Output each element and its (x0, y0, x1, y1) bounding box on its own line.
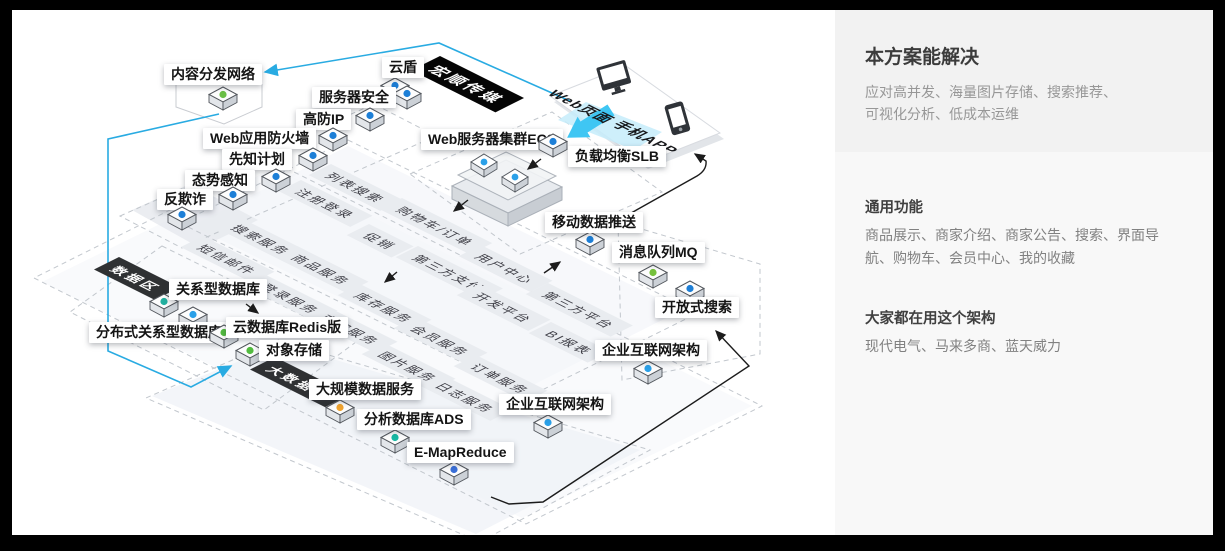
features-title: 通用功能 (865, 200, 923, 216)
cdn-icon (206, 86, 240, 112)
features-line-1: 商品展示、商家介绍、商家公告、搜索、界面导 (865, 227, 1159, 243)
arrow-rds-to-redis (245, 303, 260, 314)
callout-drds: 分布式关系型数据库 (89, 322, 229, 343)
callout-oss: 对象存储 (259, 340, 329, 361)
info-panel: 本方案能解决 应对高并发、海量图片存储、搜索推荐、 可视化分析、低成本运维 通用… (835, 10, 1213, 535)
arrow-slb-to-ecs (526, 158, 542, 170)
arrow-platform-mid (383, 271, 398, 283)
enterprise-arch-1-icon (631, 360, 665, 386)
zone-services-platform (32, 159, 764, 525)
waf-icon (316, 127, 350, 153)
users-title: 大家都在用这个架构 (865, 311, 996, 327)
zone-bigdata (144, 339, 652, 535)
callout-anti-ddos-ip: 高防IP (296, 109, 352, 130)
callout-yundun: 云盾 (382, 57, 424, 78)
line-push-to-app (623, 153, 707, 218)
monitor-icon (596, 60, 631, 96)
solve-title: 本方案能解决 (865, 47, 980, 68)
callout-cdn: 内容分发网络 (164, 64, 262, 85)
ads-icon (378, 429, 412, 455)
line-bottom-to-opensearch (490, 329, 751, 505)
anti-fraud-node-icon (165, 206, 199, 232)
callout-ads: 分析数据库ADS (357, 409, 471, 430)
mq-icon (636, 264, 670, 290)
callout-emapreduce: E-MapReduce (407, 442, 514, 463)
callout-ecs-cluster: Web服务器集群ECS (421, 129, 564, 150)
callout-opensearch: 开放式搜索 (655, 297, 739, 318)
callout-enterprise-arch-2: 企业互联网架构 (499, 394, 611, 415)
callout-server-security: 服务器安全 (312, 87, 396, 108)
max-data-service-icon (323, 399, 357, 425)
users-line-1: 现代电气、马来多商、蓝天威力 (865, 338, 1061, 354)
solve-line-2: 可视化分析、低成本运维 (865, 106, 1019, 122)
oss-icon (233, 342, 267, 368)
cdn-outline (175, 83, 263, 125)
cyan-line-cdn (263, 42, 571, 102)
solve-section: 本方案能解决 应对高并发、海量图片存储、搜索推荐、 可视化分析、低成本运维 (835, 10, 1213, 152)
callout-xianzhi: 先知计划 (222, 149, 292, 170)
anti-fraud-icon (216, 186, 250, 212)
situation-awareness-icon (259, 168, 293, 194)
features-line-2: 航、购物车、会员中心、我的收藏 (865, 250, 1075, 266)
callout-waf: Web应用防火墙 (203, 128, 317, 149)
callout-anti-fraud: 反欺诈 (157, 189, 213, 210)
cyan-line-oss (107, 113, 233, 388)
device-platform-cyan-band (558, 102, 662, 150)
solve-line-1: 应对高并发、海量图片存储、搜索推荐、 (865, 84, 1117, 100)
callout-redis: 云数据库Redis版 (226, 317, 349, 338)
mobile-push-icon (573, 231, 607, 257)
zone-security (118, 103, 438, 249)
slb-icon (536, 133, 570, 159)
callout-mq: 消息队列MQ (612, 242, 705, 263)
arrow-ecs-down (452, 199, 469, 212)
callout-situation-awareness: 态势感知 (185, 170, 255, 191)
phone-icon (664, 101, 691, 136)
anti-ddos-ip-icon (353, 107, 387, 133)
server-security-icon (390, 85, 424, 111)
features-section: 通用功能 商品展示、商家介绍、商家公告、搜索、界面导 航、购物车、会员中心、我的… (835, 152, 1213, 535)
zone-mq (617, 221, 761, 381)
callout-rds: 关系型数据库 (169, 279, 267, 300)
callout-max-data-service: 大规模数据服务 (309, 379, 421, 400)
arrow-to-push (543, 261, 562, 274)
cyan-flow-arrow (567, 104, 615, 138)
emapreduce-icon (437, 461, 471, 487)
callout-mobile-push: 移动数据推送 (545, 212, 643, 233)
callout-slb: 负载均衡SLB (568, 146, 666, 167)
callout-enterprise-arch-1: 企业互联网架构 (595, 340, 707, 361)
enterprise-arch-2-icon (531, 414, 565, 440)
ecs-cluster-graphic (450, 151, 564, 227)
xianzhi-icon (296, 147, 330, 173)
